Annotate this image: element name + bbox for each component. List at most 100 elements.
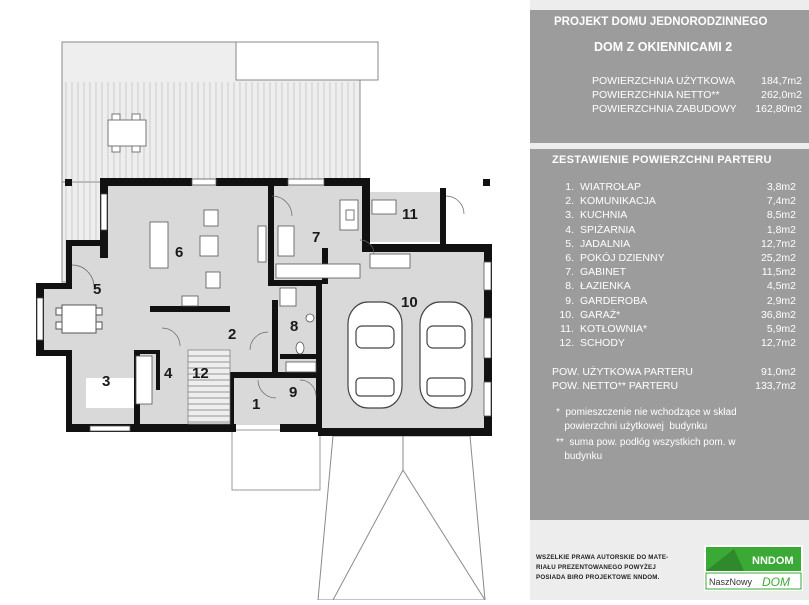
logo-bottom-left: NaszNowy (709, 577, 753, 587)
room-labels: 1 2 3 4 5 6 7 8 9 10 11 12 (93, 206, 418, 413)
room-number: 8. (565, 280, 574, 293)
room-name: ŁAZIENKA (580, 280, 631, 293)
room-area: 1,8m2 (766, 223, 796, 236)
room-label-1: 1 (252, 396, 260, 413)
room-name: GABINET (580, 266, 627, 279)
kitchen-counter (135, 355, 153, 405)
project-name: DOM Z OKIENNICAMI 2 (594, 40, 733, 54)
windows (36, 178, 492, 432)
room-area: 3,8m2 (766, 181, 796, 193)
stat-label: POWIERZCHNIA UŻYTKOWA (592, 75, 736, 87)
stat-value: 184,7m2 (761, 75, 802, 87)
terrace-posts (65, 179, 490, 186)
room-area: 8,5m2 (766, 209, 796, 222)
room-name: GARAŻ* (580, 308, 621, 321)
room-label-8: 8 (290, 318, 298, 335)
floor-section-title: ZESTAWIENIE POWIERZCHNI PARTERU (552, 154, 772, 166)
room-name: POKÓJ DZIENNY (580, 252, 665, 264)
room-row: 2. KOMUNIKACJA 7,4m2 (558, 195, 796, 210)
stat-label: POWIERZCHNIA ZABUDOWY (592, 103, 737, 115)
room-label-2: 2 (228, 326, 236, 343)
bathroom-fixtures (279, 287, 315, 355)
room-name: KOTŁOWNIA* (580, 323, 648, 335)
room-number: 3. (565, 209, 574, 222)
room-area: 7,4m2 (766, 195, 796, 208)
note-double-asterisk: ** suma pow. podłóg wszystkich pom. w bu… (556, 437, 736, 462)
room-name: WIATROŁAP (580, 181, 642, 193)
room-name: KUCHNIA (580, 209, 628, 222)
room-number: 9. (565, 294, 574, 307)
logo-graphic: NNDOM NaszNowy DOM (704, 545, 803, 591)
room-name: JADALNIA (580, 237, 631, 250)
living-room-furniture (149, 209, 267, 307)
room-number: 7. (565, 266, 574, 279)
driveway (317, 435, 486, 601)
room-label-12: 12 (192, 365, 209, 382)
wardrobe-shelf (285, 361, 317, 373)
room-row: 3. KUCHNIA 8,5m2 (558, 209, 796, 224)
room-area: 36,8m2 (760, 308, 796, 321)
room-area: 11,5m2 (761, 266, 796, 279)
office-furniture (275, 199, 361, 279)
room-label-11: 11 (402, 206, 418, 223)
room-number: 12. (559, 337, 574, 350)
staircase (187, 349, 231, 425)
entrance-path (231, 429, 321, 491)
room-name: KOMUNIKACJA (580, 195, 656, 208)
boiler (371, 199, 397, 215)
room-row: 11.KOTŁOWNIA*5,9m2 (558, 323, 796, 338)
room-row: 10.GARAŻ*36,8m2 (558, 309, 796, 324)
nndom-logo: NNDOM NaszNowy DOM (704, 545, 803, 591)
room-label-9: 9 (289, 384, 297, 401)
summary-row: POW. UŻYTKOWA PARTERU 91,0m2 (552, 366, 796, 380)
room-label-3: 3 (102, 373, 110, 390)
note-asterisk: * pomieszczenie nie wchodzące w skład po… (556, 407, 737, 432)
room-name: SCHODY (580, 337, 625, 350)
project-type: PROJEKT DOMU JEDNORODZINNEGO (554, 16, 768, 28)
stat-row: POWIERZCHNIA ZABUDOWY 162,80m2 (592, 103, 802, 117)
car-left (347, 301, 403, 409)
logo-bottom-right: DOM (762, 575, 790, 589)
floor-plan: 1 2 3 4 5 6 7 8 9 10 11 12 (36, 41, 492, 601)
room-row: 5. JADALNIA 12,7m2 (558, 238, 796, 253)
summary-label: POW. UŻYTKOWA PARTERU (552, 366, 693, 378)
room-area: 5,9m2 (766, 323, 796, 335)
copyright-notice: WSZELKIE PRAWA AUTORSKIE DO MATE- RIAŁU … (536, 554, 669, 581)
driveway-line (332, 469, 404, 601)
room-row: 4. SPIŻARNIA 1,8m2 (558, 224, 796, 239)
summary-value: 91,0m2 (760, 366, 796, 378)
room-number: 5. (565, 237, 574, 250)
stat-row: POWIERZCHNIA UŻYTKOWA 184,7m2 (592, 75, 802, 89)
driveway-line (402, 469, 486, 601)
garage-shelf (369, 253, 411, 269)
room-label-10: 10 (401, 294, 418, 311)
terrace-table (107, 119, 147, 147)
room-area: 12,7m2 (760, 237, 796, 250)
summary-row: POW. NETTO** PARTERU 133,7m2 (552, 380, 796, 394)
door-swings (71, 195, 465, 399)
room-area: 2,9m2 (766, 294, 796, 307)
room-label-4: 4 (164, 365, 173, 382)
room-number: 4. (565, 223, 574, 236)
stat-row: POWIERZCHNIA NETTO** 262,0m2 (592, 89, 802, 103)
logo-top-text: NNDOM (752, 555, 794, 567)
room-number: 6. (565, 252, 574, 264)
summary-label: POW. NETTO** PARTERU (552, 380, 679, 392)
band-top (530, 0, 809, 10)
room-name: SPIŻARNIA (580, 223, 636, 236)
room-label-6: 6 (175, 244, 183, 261)
info-panel: PROJEKT DOMU JEDNORODZINNEGO DOM Z OKIEN… (530, 0, 809, 600)
stat-value: 262,0m2 (761, 89, 802, 101)
band-mid (530, 143, 809, 149)
room-label-7: 7 (312, 229, 320, 246)
room-row: 7. GABINET 11,5m2 (558, 266, 796, 281)
room-label-5: 5 (93, 281, 101, 298)
stat-label: POWIERZCHNIA NETTO** (592, 89, 720, 101)
stat-value: 162,80m2 (755, 103, 802, 115)
room-number: 2. (565, 195, 574, 208)
floor-plan-drawing: 1 2 3 4 5 6 7 8 9 10 11 12 (36, 41, 492, 601)
